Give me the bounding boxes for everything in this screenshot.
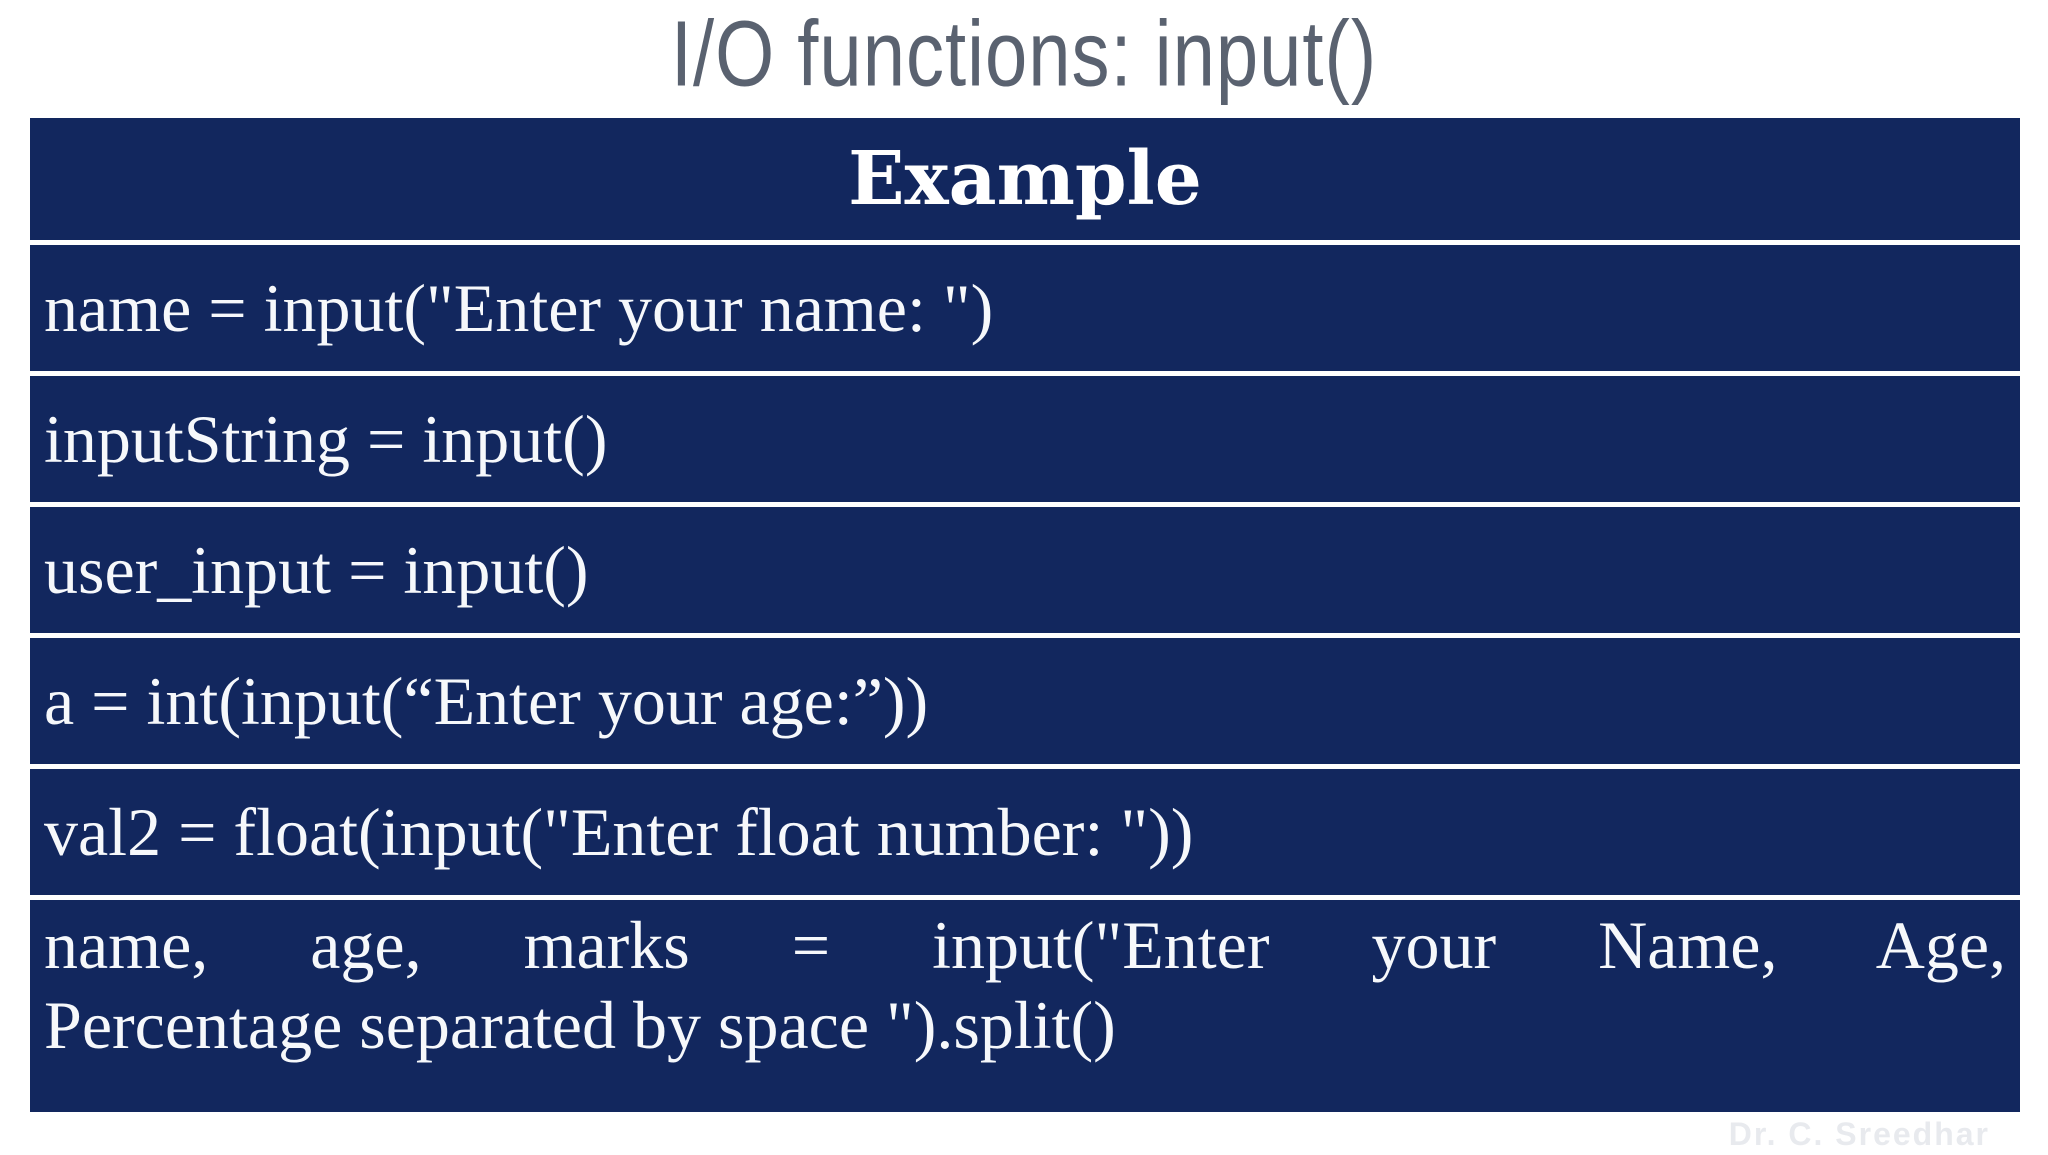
example-table: Example name = input("Enter your name: "… xyxy=(30,118,2020,1112)
code-text: inputString = input() xyxy=(44,401,608,477)
table-row: inputString = input() xyxy=(30,376,2020,502)
code-text-line1: name, age, marks = input("Enter your Nam… xyxy=(44,907,2006,983)
code-text: a = int(input(“Enter your age:”)) xyxy=(44,663,929,739)
code-text: name = input("Enter your name: ") xyxy=(44,270,994,346)
table-row: a = int(input(“Enter your age:”)) xyxy=(30,638,2020,764)
code-text: val2 = float(input("Enter float number: … xyxy=(44,794,1194,870)
table-header-row: Example xyxy=(30,118,2020,240)
code-text: user_input = input() xyxy=(44,532,589,608)
watermark: Dr. C. Sreedhar xyxy=(1728,1116,1990,1152)
page-title: I/O functions: input() xyxy=(670,2,1378,107)
table-row: name = input("Enter your name: ") xyxy=(30,245,2020,371)
table-row: user_input = input() xyxy=(30,507,2020,633)
table-row: val2 = float(input("Enter float number: … xyxy=(30,769,2020,895)
table-header-label: Example xyxy=(848,136,1202,222)
table-row: name, age, marks = input("Enter your Nam… xyxy=(30,900,2020,1112)
code-text-line2: Percentage separated by space ").split() xyxy=(44,987,1116,1063)
